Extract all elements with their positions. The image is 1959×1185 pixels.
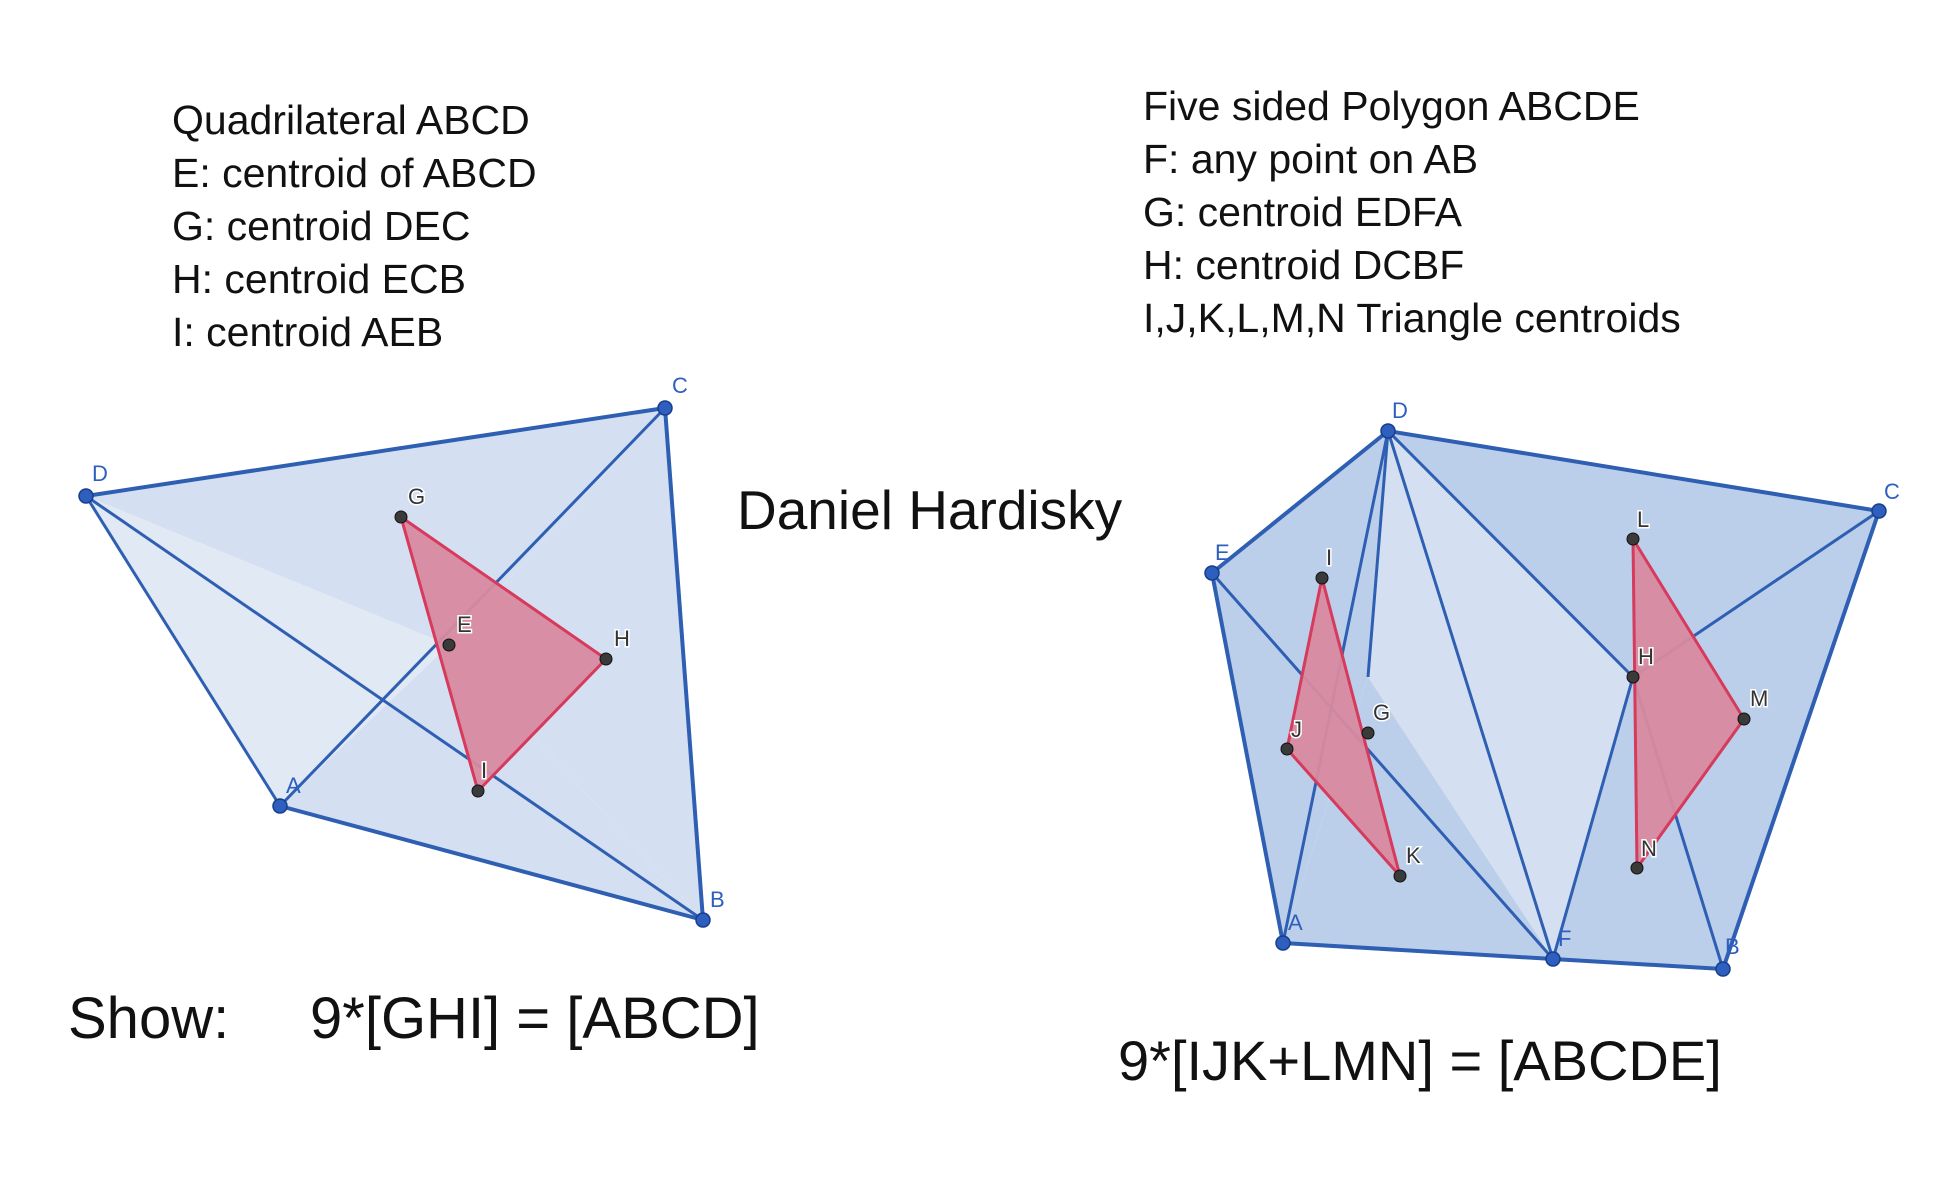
right-label-j: J bbox=[1291, 717, 1302, 742]
left-edge-ad bbox=[84, 495, 282, 807]
left-point-g bbox=[394, 510, 408, 524]
right-segment-df bbox=[1386, 430, 1555, 960]
right-point-m bbox=[1737, 712, 1751, 726]
left-point-i bbox=[471, 784, 485, 798]
right-notes: Five sided Polygon ABCDE F: any point on… bbox=[1143, 80, 1681, 345]
right-point-j bbox=[1280, 742, 1294, 756]
left-vertex-d bbox=[78, 488, 94, 504]
left-diagonal-db bbox=[85, 494, 704, 922]
right-vertex-f bbox=[1545, 951, 1561, 967]
left-label-c: C bbox=[672, 373, 688, 398]
right-vertex-a bbox=[1275, 935, 1291, 951]
left-figure: A B C D E G H I bbox=[78, 373, 725, 928]
left-triangle-ghi bbox=[398, 513, 609, 794]
right-point-l bbox=[1626, 532, 1640, 546]
right-note-line: H: centroid DCBF bbox=[1143, 242, 1465, 288]
right-edge-cb bbox=[1721, 510, 1881, 970]
left-edge-dc bbox=[85, 406, 666, 498]
left-equation: Show: 9*[GHI] = [ABCD] bbox=[68, 985, 760, 1052]
right-label-b: B bbox=[1725, 934, 1740, 959]
left-point-e bbox=[442, 638, 456, 652]
left-notes: Quadrilateral ABCD E: centroid of ABCD G… bbox=[172, 94, 537, 359]
right-label-n: N bbox=[1641, 836, 1657, 861]
right-vertex-c bbox=[1871, 503, 1887, 519]
right-segment-dg bbox=[1366, 430, 1390, 678]
right-note-line: Five sided Polygon ABCDE bbox=[1143, 83, 1640, 129]
right-edge-dc bbox=[1387, 429, 1880, 513]
right-note-line: G: centroid EDFA bbox=[1143, 189, 1463, 235]
right-point-h bbox=[1626, 670, 1640, 684]
right-vertex-d bbox=[1380, 423, 1396, 439]
right-label-d: D bbox=[1392, 398, 1408, 423]
left-point-h bbox=[599, 652, 613, 666]
left-label-h: H bbox=[614, 626, 630, 651]
left-edge-cb bbox=[663, 407, 705, 921]
right-point-g bbox=[1361, 726, 1375, 740]
author-name: Daniel Hardisky bbox=[737, 479, 1123, 541]
left-label-e: E bbox=[457, 612, 472, 637]
right-note-line: I,J,K,L,M,N Triangle centroids bbox=[1143, 295, 1681, 341]
left-region-aeb bbox=[280, 645, 703, 920]
right-triangle-ijk bbox=[1285, 577, 1402, 877]
left-label-i: I bbox=[481, 758, 487, 783]
left-label-g: G bbox=[408, 484, 425, 509]
right-label-k: K bbox=[1406, 843, 1421, 868]
left-note-line: E: centroid of ABCD bbox=[172, 150, 537, 196]
right-segment-dh bbox=[1386, 429, 1635, 679]
right-region-dfg-light bbox=[1368, 431, 1553, 959]
show-label: Show: bbox=[68, 986, 230, 1051]
right-equation: 9*[IJK+LMN] = [ABCDE] bbox=[1118, 1029, 1722, 1092]
left-note-line: I: centroid AEB bbox=[172, 309, 444, 355]
right-point-n bbox=[1630, 861, 1644, 875]
left-note-line: H: centroid ECB bbox=[172, 256, 466, 302]
left-note-line: Quadrilateral ABCD bbox=[172, 97, 530, 143]
right-note-line: F: any point on AB bbox=[1143, 136, 1479, 182]
right-edge-fa bbox=[1282, 941, 1554, 961]
right-point-i bbox=[1315, 571, 1329, 585]
left-vertex-b bbox=[695, 912, 711, 928]
left-edge-ba bbox=[279, 804, 704, 922]
right-region-dcb bbox=[1388, 431, 1879, 969]
right-label-i: I bbox=[1326, 545, 1332, 570]
right-segment-hf bbox=[1551, 676, 1635, 960]
right-figure: A B C D E F G H I J K L M N bbox=[1204, 398, 1900, 977]
right-label-g: G bbox=[1373, 700, 1390, 725]
right-label-f: F bbox=[1558, 926, 1571, 951]
right-label-a: A bbox=[1288, 910, 1303, 935]
left-vertex-c bbox=[657, 400, 673, 416]
right-label-m: M bbox=[1750, 686, 1768, 711]
left-note-line: G: centroid DEC bbox=[172, 203, 471, 249]
right-vertex-e bbox=[1204, 565, 1220, 581]
left-label-d: D bbox=[92, 461, 108, 486]
right-label-c: C bbox=[1884, 479, 1900, 504]
right-edge-ed bbox=[1210, 429, 1390, 575]
right-label-h: H bbox=[1638, 644, 1654, 669]
left-equation-text: 9*[GHI] = [ABCD] bbox=[310, 986, 760, 1051]
left-label-a: A bbox=[286, 773, 301, 798]
left-region-dec bbox=[86, 408, 665, 645]
right-point-k bbox=[1393, 869, 1407, 883]
left-label-b: B bbox=[710, 887, 725, 912]
right-segment-ef bbox=[1210, 572, 1555, 960]
right-region-dhf-light bbox=[1388, 431, 1633, 959]
left-region-dea bbox=[86, 496, 449, 806]
right-edge-bf bbox=[1552, 957, 1724, 971]
right-label-l: L bbox=[1637, 507, 1649, 532]
right-vertex-b bbox=[1715, 961, 1731, 977]
left-vertex-a bbox=[272, 798, 288, 814]
right-triangle-lmn bbox=[1631, 533, 1746, 873]
right-edge-ae bbox=[1210, 572, 1285, 944]
right-label-e: E bbox=[1215, 540, 1230, 565]
